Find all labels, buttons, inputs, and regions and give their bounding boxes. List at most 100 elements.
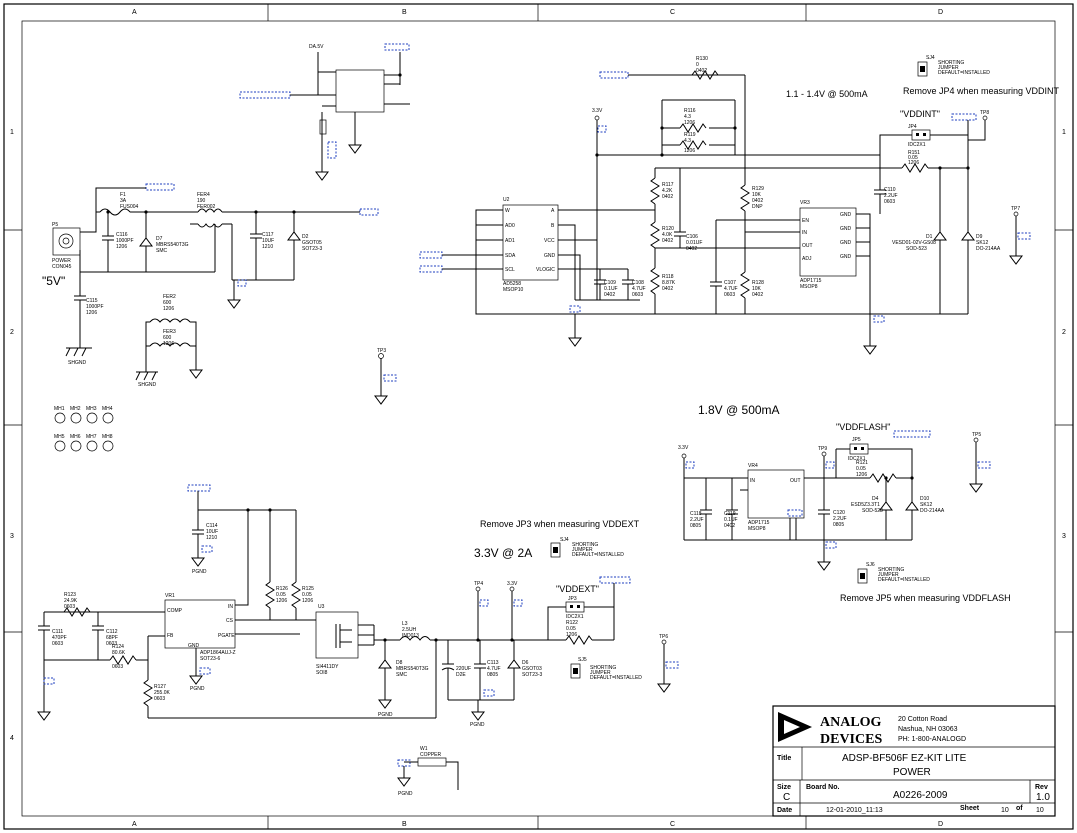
c114-value: 10UF	[206, 529, 218, 535]
vr3-pin-en: EN	[802, 218, 809, 224]
fuse-in-flag	[145, 183, 175, 191]
d6-footprint: SOT23-3	[522, 672, 543, 678]
sj6-jumper	[857, 568, 868, 584]
pgnd-label-5: PGND	[398, 791, 413, 797]
c120-value: 2.2UF	[833, 516, 847, 522]
r116-footprint: 1206	[684, 120, 695, 126]
sj5-text-3: DEFAULT=INSTALLED	[590, 675, 642, 681]
vr3-pin-adj: ADJ	[802, 256, 812, 262]
u2-pin-vlogic: VLOGIC	[536, 267, 555, 273]
c107-footprint: 0603	[724, 292, 735, 298]
u2-pin-ad0: AD0	[505, 223, 515, 229]
address-line1: 20 Cotton Road	[898, 716, 947, 723]
r117-value: 4.2K	[662, 188, 673, 194]
jp4-part: IDC2X1	[908, 142, 926, 148]
d9-diode	[961, 231, 975, 241]
fer2-ref: FER2	[163, 294, 176, 300]
r129-value: 10K	[752, 192, 762, 198]
c117-ref: C117	[262, 232, 274, 238]
border-labels: A B C D A B C D 1 2 3 4 1 2 3	[10, 9, 1066, 828]
d10-ref: D10	[920, 496, 929, 502]
pgnd-label-2: PGND	[190, 686, 205, 692]
sj4b-text-3: DEFAULT=INSTALLED	[572, 552, 624, 558]
sj4-jumper	[917, 61, 928, 77]
d9-ref: D9	[976, 234, 983, 240]
c116-footprint: 1206	[116, 244, 127, 250]
tp4-label: TP4	[474, 581, 483, 587]
pgnd-label-3: PGND	[378, 712, 393, 718]
sheet-total: 10	[1036, 807, 1044, 814]
vddint-label: "VDDINT"	[900, 109, 940, 119]
c112-ref: C112	[106, 629, 118, 635]
rev-label: Rev	[1035, 784, 1048, 791]
remove-jp5-note: Remove JP5 when measuring VDDFLASH	[840, 593, 1011, 603]
vddflash-block: 1.8V @ 500mA "VDDFLASH" 3.3V VR4 ADP1715…	[678, 403, 1011, 603]
r128-footprint: 0402	[752, 292, 763, 298]
c112-value: 68PF	[106, 635, 118, 641]
u2-ref: U2	[503, 197, 510, 203]
mh3-label: MH3	[86, 406, 97, 412]
r123-footprint: 0603	[64, 604, 75, 610]
c119-footprint: 0402	[724, 523, 735, 529]
remove-jp4-note: Remove JP4 when measuring VDDINT	[903, 86, 1060, 96]
c111-value: 470PF	[52, 635, 67, 641]
mh2-label: MH2	[70, 406, 81, 412]
c118-footprint: 0805	[690, 523, 701, 529]
u2-pin-ad1: AD1	[505, 238, 515, 244]
r120-value: 4.0K	[662, 232, 673, 238]
c110-value: 2.2UF	[884, 193, 898, 199]
vddint-flag	[951, 113, 977, 121]
u2-pin-vcc: VCC	[544, 238, 555, 244]
w1-copper	[417, 757, 447, 767]
u2-pin-sda: SDA	[505, 253, 516, 259]
vin-flag	[187, 484, 211, 492]
c109-value: 0.1UF	[604, 286, 618, 292]
r121-value: 0.05	[856, 466, 866, 472]
r121-footprint: 1206	[856, 472, 867, 478]
row-label-1-right: 1	[1062, 129, 1066, 136]
l3-footprint: IND013	[402, 633, 419, 639]
fer4-footprint: FER002	[197, 204, 216, 210]
sj6-text-2: JUMPER	[878, 572, 899, 578]
row-label-3-left: 3	[10, 533, 14, 540]
col-label-b-bottom: B	[402, 821, 407, 828]
vr3-pin-in: IN	[802, 230, 807, 236]
d2-value: GSOT05	[302, 240, 322, 246]
c117-value: 10UF	[262, 238, 274, 244]
jp5-part: IDC2X1	[848, 456, 866, 462]
r130-footprint: 0402	[696, 68, 707, 74]
vr4-package: MSOP8	[748, 526, 766, 532]
fer3-ref: FER3	[163, 329, 176, 335]
d9-value: SK12	[976, 240, 988, 246]
l3-ref: L3	[402, 621, 408, 627]
u2-package: MSOP10	[503, 287, 524, 293]
w1-ref: W1	[420, 746, 428, 752]
sj5-label: SJ5	[578, 657, 587, 663]
c116-ref: C116	[116, 232, 128, 238]
c113-value: 4.7UF	[487, 666, 501, 672]
r151-ref: R151	[908, 150, 920, 156]
d6-value: GSOT03	[522, 666, 542, 672]
vr3-pin-gnd1: GND	[840, 212, 852, 218]
c111-ref: C111	[52, 629, 63, 635]
fer4-value: 190	[197, 198, 206, 204]
r119-footprint: 1206	[684, 148, 695, 154]
sj4-text-3: DEFAULT=INSTALLED	[938, 70, 990, 76]
u2-ic	[502, 204, 559, 281]
r121-ref: R121	[856, 460, 868, 466]
c110-footprint: 0603	[884, 199, 895, 205]
vddext-flag	[599, 576, 631, 584]
rail-label-da5v: DA.5V	[309, 44, 324, 50]
rev-value: 1.0	[1036, 792, 1050, 803]
tp3-label: TP3	[377, 348, 386, 354]
c120-footprint: 0805	[833, 522, 844, 528]
r151-footprint: 1206	[908, 160, 919, 166]
sj4-text-1: SHORTING	[938, 60, 964, 66]
usb-power-switch-block: DA.5V	[239, 43, 410, 181]
u2-pin-scl: SCL	[505, 267, 515, 273]
pgnd-label-1: PGND	[192, 569, 207, 575]
fer4-ref: FER4	[197, 192, 210, 198]
mh6-label: MH6	[70, 434, 81, 440]
sj5-text-1: SHORTING	[590, 665, 616, 671]
